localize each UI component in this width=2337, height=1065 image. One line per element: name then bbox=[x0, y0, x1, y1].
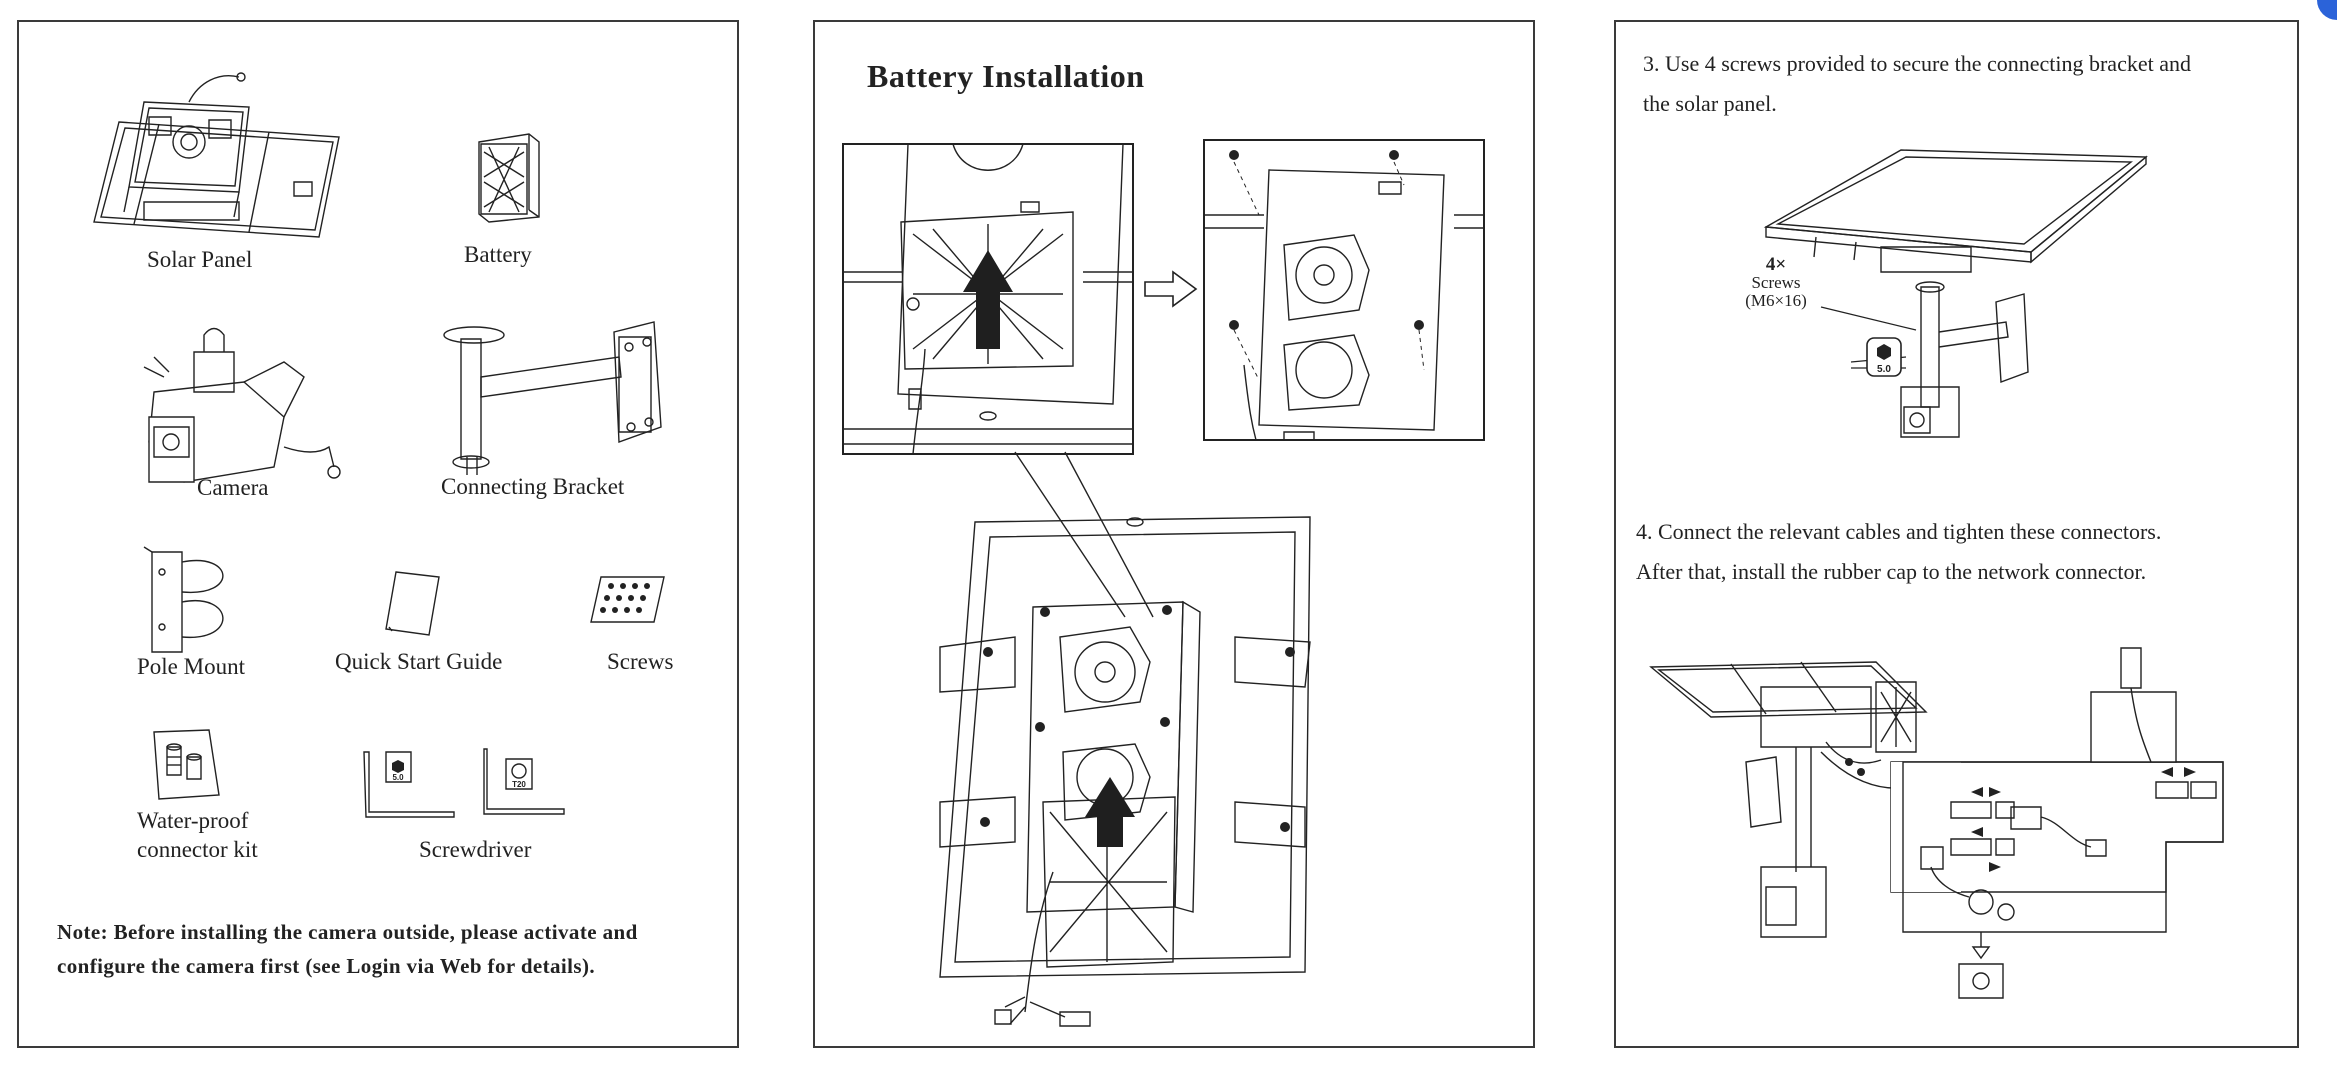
torx-key-size-badge: T20 bbox=[512, 780, 526, 789]
camera-illustration bbox=[134, 317, 349, 487]
hex-5-badge: 5.0 bbox=[1877, 364, 1891, 375]
note-line-2: configure the camera first (see Login vi… bbox=[57, 954, 596, 978]
screw-label: Screws bbox=[1751, 273, 1801, 292]
waterproof-kit-illustration bbox=[149, 727, 224, 802]
battery-assembly-main-illustration bbox=[935, 512, 1355, 1032]
screw-callout: 4× Screws (M6×16) bbox=[1728, 254, 1824, 310]
hex-key-size-badge: 5.0 bbox=[392, 773, 404, 782]
quick-start-guide-label: Quick Start Guide bbox=[335, 649, 503, 674]
hex-5-icon: 5.0 bbox=[1866, 337, 1902, 377]
solar-panel-label: Solar Panel bbox=[147, 247, 253, 272]
battery-installation-heading: Battery Installation bbox=[867, 58, 1145, 94]
step-3-instruction: 3. Use 4 screws provided to secure the c… bbox=[1643, 44, 2191, 124]
step-3-line-2: the solar panel. bbox=[1643, 91, 1777, 116]
solar-panel-illustration bbox=[89, 62, 369, 237]
quick-start-guide-illustration bbox=[384, 567, 444, 637]
note-line-1: Note: Before installing the camera outsi… bbox=[57, 920, 638, 944]
battery-illustration bbox=[469, 122, 549, 222]
step-4-instruction: 4. Connect the relevant cables and tight… bbox=[1636, 512, 2161, 592]
page-components: Solar Panel Battery Camera bbox=[17, 20, 739, 1048]
next-step-arrow-icon bbox=[1143, 270, 1198, 308]
screws-illustration bbox=[589, 572, 669, 627]
page-scroll-indicator bbox=[2317, 0, 2337, 20]
battery-label: Battery bbox=[464, 242, 532, 267]
pole-mount-illustration bbox=[144, 542, 239, 657]
activation-note: Note: Before installing the camera outsi… bbox=[57, 915, 638, 983]
screws-label: Screws bbox=[607, 649, 674, 674]
battery-secured-detail-illustration bbox=[1204, 140, 1484, 440]
screw-count: 4× bbox=[1765, 254, 1787, 275]
page-mounting-steps: 3. Use 4 screws provided to secure the c… bbox=[1614, 20, 2299, 1048]
cable-connection-illustration bbox=[1651, 642, 2271, 1012]
waterproof-kit-label-line1: Water-proof bbox=[137, 808, 249, 833]
connecting-bracket-illustration bbox=[439, 317, 679, 477]
step-3-line-1: 3. Use 4 screws provided to secure the c… bbox=[1643, 51, 2191, 76]
camera-label: Camera bbox=[197, 475, 269, 500]
waterproof-kit-label-line2: connector kit bbox=[137, 837, 258, 862]
connecting-bracket-label: Connecting Bracket bbox=[441, 474, 625, 499]
pole-mount-label: Pole Mount bbox=[137, 654, 245, 679]
torx-key-illustration: T20 bbox=[484, 747, 569, 822]
step-4-line-1: 4. Connect the relevant cables and tight… bbox=[1636, 519, 2162, 544]
screw-spec: (M6×16) bbox=[1745, 291, 1807, 310]
solar-panel-bracket-mount-illustration bbox=[1756, 132, 2151, 442]
step-4-line-2: After that, install the rubber cap to th… bbox=[1636, 559, 2147, 584]
page-battery-installation: Battery Installation bbox=[813, 20, 1535, 1048]
battery-insert-detail-illustration bbox=[843, 144, 1133, 454]
screwdriver-label: Screwdriver bbox=[419, 837, 532, 862]
hex-key-illustration: 5.0 bbox=[364, 747, 459, 822]
